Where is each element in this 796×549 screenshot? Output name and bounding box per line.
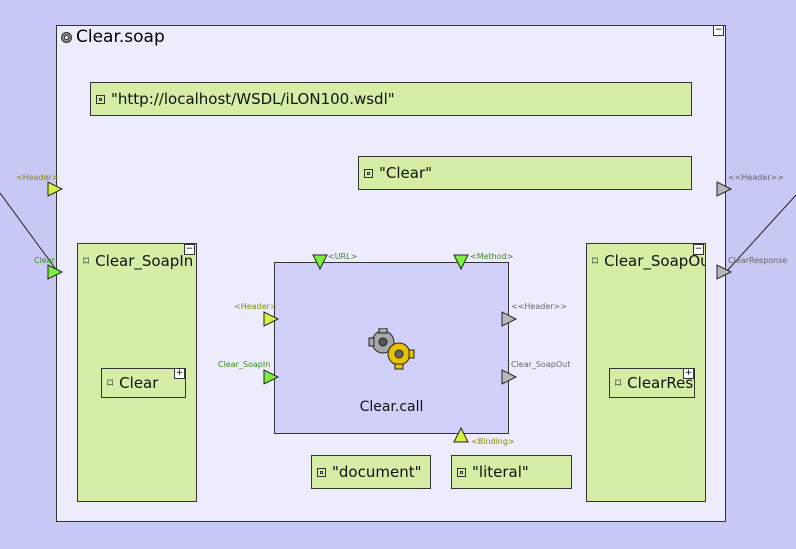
wsdl-url-text: "http://localhost/WSDL/iLON100.wsdl" <box>111 90 395 108</box>
right-header-port-label: <<Header>> <box>728 173 784 182</box>
struct-icon: ⌑ <box>592 254 599 268</box>
soap-out-child-box[interactable]: ⌑ ClearResponse <box>609 368 695 398</box>
value-icon <box>317 467 326 477</box>
collapse-button[interactable]: − <box>713 25 724 36</box>
call-method-port-label: <Method> <box>470 252 514 261</box>
soap-container-title-text: Clear.soap <box>76 27 165 47</box>
struct-icon: ⌑ <box>107 376 114 390</box>
value-icon <box>364 168 373 178</box>
call-binding-port-label: <Binding> <box>471 437 515 446</box>
struct-icon: ⌑ <box>83 254 90 268</box>
method-box[interactable]: "Clear" <box>358 156 692 190</box>
call-soapin-port-label: Clear_SoapIn <box>218 360 271 369</box>
soap-in-collapse-button[interactable]: − <box>184 244 195 255</box>
wsdl-url-box[interactable]: "http://localhost/WSDL/iLON100.wsdl" <box>90 82 692 116</box>
soap-in-child-box[interactable]: ⌑ Clear <box>101 368 186 398</box>
right-header-port[interactable] <box>716 181 733 197</box>
clear-call-label: Clear.call <box>359 399 424 415</box>
call-soapin-port[interactable] <box>263 369 280 385</box>
struct-icon: ⌑ <box>615 376 622 390</box>
literal-text: "literal" <box>472 463 529 481</box>
gears-icon <box>368 328 415 370</box>
soap-out-child-text: ClearResponse <box>627 374 694 392</box>
literal-box[interactable]: "literal" <box>451 455 572 489</box>
call-header-in-port-label: <Header> <box>234 302 277 311</box>
soap-in-title: Clear_SoapIn <box>95 252 194 270</box>
right-clearresponse-port[interactable] <box>716 264 733 280</box>
value-icon <box>96 94 105 104</box>
call-header-out-port-label: <<Header>> <box>511 302 567 311</box>
call-header-in-port[interactable] <box>263 311 280 327</box>
soap-container-title: Clear.soap <box>59 27 165 47</box>
call-method-port[interactable] <box>453 254 469 271</box>
soap-in-child-expand-button[interactable]: + <box>174 368 185 379</box>
soap-out-child-expand-button[interactable]: + <box>683 368 694 379</box>
document-box[interactable]: "document" <box>311 455 431 489</box>
right-clearresponse-port-label: ClearResponse <box>728 256 788 265</box>
soap-in-child-text: Clear <box>119 374 159 392</box>
soap-out-title: Clear_SoapOut <box>604 252 706 270</box>
call-soapout-port-label: Clear_SoapOut <box>511 360 571 369</box>
soap-out-collapse-button[interactable]: − <box>693 244 704 255</box>
left-header-port[interactable] <box>47 181 64 197</box>
call-soapout-port[interactable] <box>501 369 518 385</box>
call-url-port[interactable] <box>312 254 328 271</box>
document-text: "document" <box>332 463 422 481</box>
left-clear-port[interactable] <box>47 264 64 280</box>
call-url-port-label: <URL> <box>328 252 358 261</box>
method-text: "Clear" <box>379 164 433 182</box>
call-binding-port[interactable] <box>453 426 469 443</box>
left-header-port-label: <Header> <box>16 173 59 182</box>
call-header-out-port[interactable] <box>501 311 518 327</box>
left-clear-port-label: Clear <box>34 256 55 265</box>
gear-icon <box>61 31 72 43</box>
value-icon <box>457 467 466 477</box>
